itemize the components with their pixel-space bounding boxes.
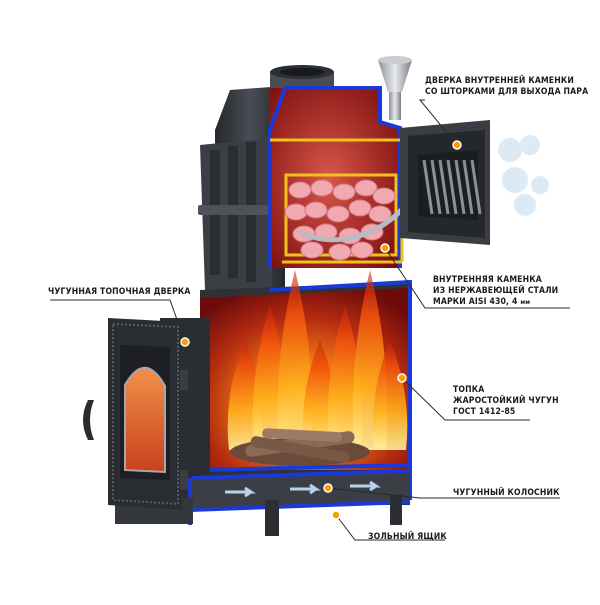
louver: [422, 159, 434, 215]
air-arrow: [350, 480, 381, 492]
callout-marker: [331, 510, 341, 520]
louver: [446, 159, 458, 215]
firewood: [230, 428, 370, 466]
air-arrow: [290, 483, 321, 495]
stone: [288, 181, 312, 199]
flame: [277, 270, 313, 450]
steam-tube: [378, 56, 412, 120]
label-grate-line1: ЧУГУННЫЙ КОЛОСНИК: [453, 488, 560, 498]
stone: [354, 179, 378, 197]
callout-marker: [397, 373, 407, 383]
louver: [462, 159, 474, 215]
stone: [304, 201, 328, 219]
label-inner-heater: ВНУТРЕННЯЯ КАМЕНКА ИЗ НЕРЖАВЕЮЩЕЙ СТАЛИ …: [433, 275, 558, 309]
label-inner-heater-door-line2: СО ШТОРКАМИ ДЛЯ ВЫХОДА ПАРА: [425, 87, 589, 98]
label-firebox-line2: ЖАРОСТОЙКИЙ ЧУГУН: [453, 396, 559, 407]
callout-marker: [323, 483, 333, 493]
steam-puff: [520, 135, 540, 155]
louver: [438, 159, 450, 215]
louver: [430, 159, 442, 215]
label-ash-box: ЗОЛЬНЫЙ ЯЩИК: [368, 532, 447, 543]
stone: [326, 205, 350, 223]
label-grate: ЧУГУННЫЙ КОЛОСНИК: [453, 488, 560, 499]
stone: [310, 179, 334, 197]
label-inner-heater-line3: МАРКИ AISI 430, 4 мм: [433, 297, 558, 308]
stone: [348, 199, 372, 217]
label-firebox-line1: ТОПКА: [453, 385, 485, 395]
stone: [372, 187, 396, 205]
callout-marker: [380, 243, 390, 253]
stone: [368, 205, 392, 223]
stone: [328, 243, 352, 261]
air-arrow: [225, 486, 256, 498]
stone: [332, 183, 356, 201]
label-firebox: ТОПКА ЖАРОСТОЙКИЙ ЧУГУН ГОСТ 1412-85: [453, 385, 559, 419]
label-inner-heater-unit: мм: [520, 298, 531, 307]
steam-puff: [498, 138, 522, 162]
sauna-stones: [284, 179, 396, 261]
label-firebox-door: ЧУГУННАЯ ТОПОЧНАЯ ДВЕРКА: [48, 287, 191, 298]
label-inner-heater-door: ДВЕРКА ВНУТРЕННЕЙ КАМЕНКИ СО ШТОРКАМИ ДЛ…: [425, 76, 588, 98]
callout-marker: [180, 337, 190, 347]
heater-door-louvers: [422, 159, 482, 215]
chimney-collar: [270, 65, 334, 90]
louver: [470, 159, 482, 215]
inner-heater-section: [268, 86, 404, 268]
label-firebox-door-line1: ЧУГУННАЯ ТОПОЧНАЯ ДВЕРКА: [48, 287, 191, 297]
stone: [300, 241, 324, 259]
heater-door: [400, 120, 490, 245]
label-inner-heater-line2: ИЗ НЕРЖАВЕЮЩЕЙ СТАЛИ: [433, 286, 559, 297]
callout-markers: [180, 140, 462, 520]
label-inner-heater-line1: ВНУТРЕННЯЯ КАМЕНКА: [433, 275, 542, 285]
label-inner-heater-door-line1: ДВЕРКА ВНУТРЕННЕЙ КАМЕНКИ: [425, 76, 574, 86]
heater-body-back: [198, 86, 285, 290]
callout-marker: [452, 140, 462, 150]
louver: [454, 159, 466, 215]
steam-puff: [514, 194, 536, 216]
firebox-door: [83, 318, 188, 510]
flame: [372, 340, 408, 450]
steam-puff: [502, 167, 528, 193]
label-ash-box-line1: ЗОЛЬНЫЙ ЯЩИК: [368, 532, 447, 542]
firebox-flames: [227, 270, 408, 450]
label-inner-heater-grade: МАРКИ AISI 430, 4: [433, 297, 518, 308]
leader-lines: [50, 99, 570, 541]
steam-puff: [531, 176, 549, 194]
steam-puffs: [498, 135, 549, 216]
ash-box: [188, 469, 411, 525]
stone: [350, 241, 374, 259]
stone: [284, 203, 308, 221]
air-flow-arrows: [225, 480, 381, 498]
label-firebox-line3: ГОСТ 1412-85: [453, 407, 516, 418]
